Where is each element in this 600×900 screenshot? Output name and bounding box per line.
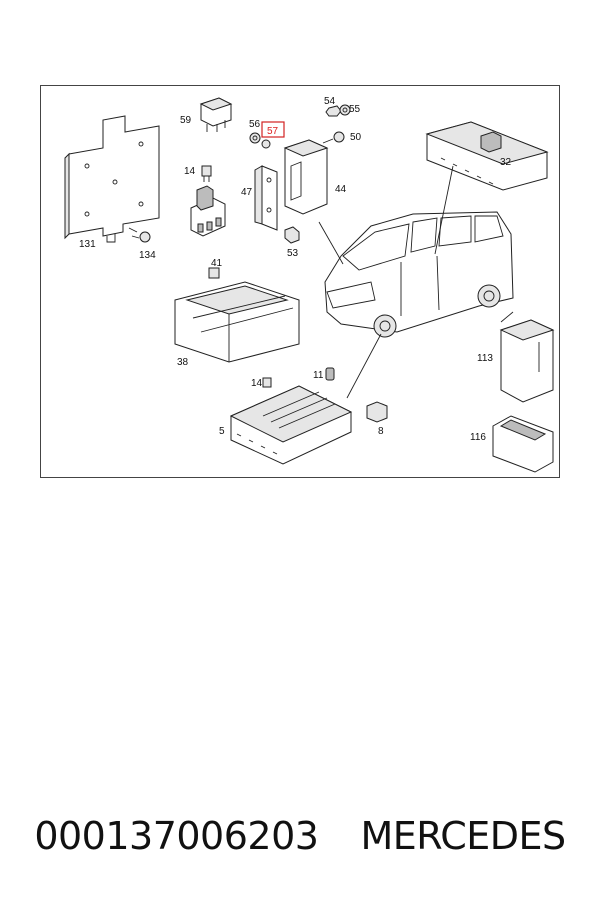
part-53-nut[interactable] (284, 226, 300, 244)
part-131-mounting-plate[interactable] (64, 115, 160, 243)
callout-53: 53 (287, 248, 299, 259)
part-50-bolt[interactable] (322, 131, 345, 144)
part-56-washer[interactable] (249, 132, 261, 144)
part-5-fuse-box[interactable] (229, 385, 353, 465)
callout-14-upper: 14 (184, 166, 196, 177)
part-57-nut[interactable] (261, 139, 271, 149)
highlight-box-57 (261, 121, 285, 138)
callout-14-lower: 14 (251, 378, 263, 389)
part-8-relay[interactable] (366, 401, 388, 423)
part-44-cover[interactable] (283, 139, 329, 215)
callout-54: 54 (324, 96, 336, 107)
callout-113: 113 (477, 353, 493, 364)
callout-131: 131 (79, 239, 96, 250)
callout-59: 59 (180, 115, 192, 126)
exploded-view-drawing: 131 134 14 59 56 57 (64, 96, 555, 473)
part-14-fuse-lower[interactable] (262, 377, 272, 388)
callout-11: 11 (313, 370, 324, 381)
callout-47: 47 (241, 187, 253, 198)
part-relay-socket[interactable] (190, 185, 226, 237)
callout-32: 32 (500, 157, 512, 168)
callout-134: 134 (139, 250, 156, 261)
part-134-screw[interactable] (128, 227, 151, 243)
callout-50: 50 (350, 132, 362, 143)
part-113-module[interactable] (499, 319, 555, 403)
callout-44: 44 (335, 184, 347, 195)
leader-32 (434, 165, 454, 255)
part-54-nut[interactable] (325, 105, 342, 117)
part-55-washer[interactable] (339, 104, 351, 116)
part-59-relay[interactable] (199, 97, 233, 132)
callout-57[interactable]: 57 (267, 126, 279, 137)
callout-5: 5 (219, 426, 225, 437)
callout-55: 55 (349, 104, 361, 115)
callout-8: 8 (378, 426, 384, 437)
callout-41: 41 (211, 258, 223, 269)
leader-5 (346, 333, 382, 399)
part-number: 000137006203 (34, 814, 319, 858)
part-32-control-unit[interactable] (425, 121, 549, 191)
part-41-relay[interactable] (208, 267, 220, 279)
callout-38: 38 (177, 357, 189, 368)
parts-diagram: 131 134 14 59 56 57 (40, 85, 560, 478)
brand-name: MERCEDES (360, 814, 566, 858)
callout-56: 56 (249, 119, 261, 130)
caption-bar: 000137006203 MERCEDES (0, 806, 600, 866)
part-11-fuse[interactable] (325, 367, 335, 381)
part-47-bracket[interactable] (254, 165, 278, 231)
leader-113 (500, 311, 514, 323)
part-38-tray[interactable] (174, 281, 300, 363)
callout-116: 116 (470, 432, 486, 443)
leader-44 (318, 221, 344, 265)
part-116-holder[interactable] (492, 415, 554, 473)
part-14-fuse-upper[interactable] (201, 165, 212, 182)
van-illustration (324, 211, 514, 338)
